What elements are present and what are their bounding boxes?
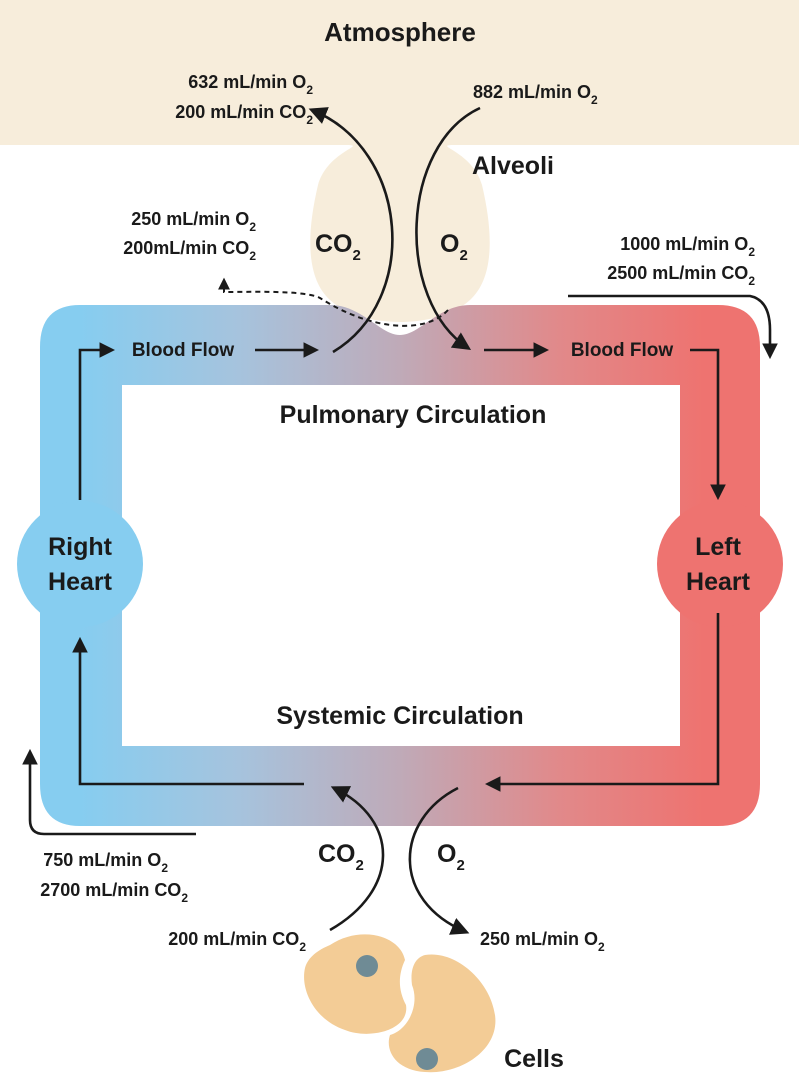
alveoli-label: Alveoli [472, 152, 554, 180]
blood-circulation-loop [40, 305, 760, 826]
cells-o2-rate: 250 mL/min O2 [480, 929, 605, 954]
o2-cell-arrow [408, 786, 470, 935]
venous-co2-rate: 2700 mL/min CO2 [40, 880, 188, 905]
left-heart-line1: Left [695, 533, 742, 561]
cell-nucleus [416, 1048, 438, 1070]
atmosphere-title: Atmosphere [324, 17, 476, 47]
cells-co2-rate: 200 mL/min CO2 [168, 929, 306, 954]
cells-graphic [304, 934, 496, 1073]
blood-flow-label-right: Blood Flow [571, 340, 674, 361]
arterial-flow-arrow [568, 294, 778, 360]
cell-nucleus [356, 955, 378, 977]
right-heart-line1: Right [48, 533, 113, 561]
right-up-arrow [78, 342, 116, 500]
co2-label-alveoli: CO2 [315, 230, 361, 264]
o2-inhale-arrow [415, 106, 481, 351]
cells-label: Cells [504, 1045, 564, 1073]
cell-right [388, 954, 496, 1073]
dead-space-o2-rate: 250 mL/min O2 [131, 209, 256, 234]
inhaled-o2-rate: 882 mL/min O2 [473, 82, 598, 107]
o2-label-alveoli: O2 [440, 230, 468, 264]
systemic-return-arrow-right [484, 613, 720, 792]
exhaled-o2-rate: 632 mL/min O2 [188, 72, 313, 97]
co2-cell-arrow [329, 786, 385, 932]
atmosphere-region [0, 0, 799, 322]
dead-space-arrow [218, 277, 449, 327]
venous-o2-rate: 750 mL/min O2 [43, 850, 168, 875]
dead-space-co2-rate: 200mL/min CO2 [123, 238, 256, 263]
left-heart-line2: Heart [686, 568, 751, 596]
arterial-co2-rate: 2500 mL/min CO2 [607, 263, 755, 288]
systemic-return-arrow-left [72, 636, 304, 786]
blood-flow-label-left: Blood Flow [132, 340, 235, 361]
right-heart-line2: Heart [48, 568, 113, 596]
arterial-o2-rate: 1000 mL/min O2 [620, 234, 755, 259]
right-heart-circle [17, 501, 143, 627]
left-down-arrow [690, 348, 726, 501]
o2-label-cells: O2 [437, 840, 465, 874]
alveolus-shape [0, 0, 799, 322]
left-heart-circle [657, 501, 783, 627]
cell-left [304, 934, 407, 1034]
co2-label-cells: CO2 [318, 840, 364, 874]
pulmonary-label: Pulmonary Circulation [280, 401, 547, 429]
co2-exhale-arrow [308, 107, 394, 354]
exhaled-co2-rate: 200 mL/min CO2 [175, 102, 313, 127]
flow-arrows [22, 106, 778, 935]
venous-flow-arrow [22, 748, 196, 836]
systemic-label: Systemic Circulation [276, 702, 523, 730]
